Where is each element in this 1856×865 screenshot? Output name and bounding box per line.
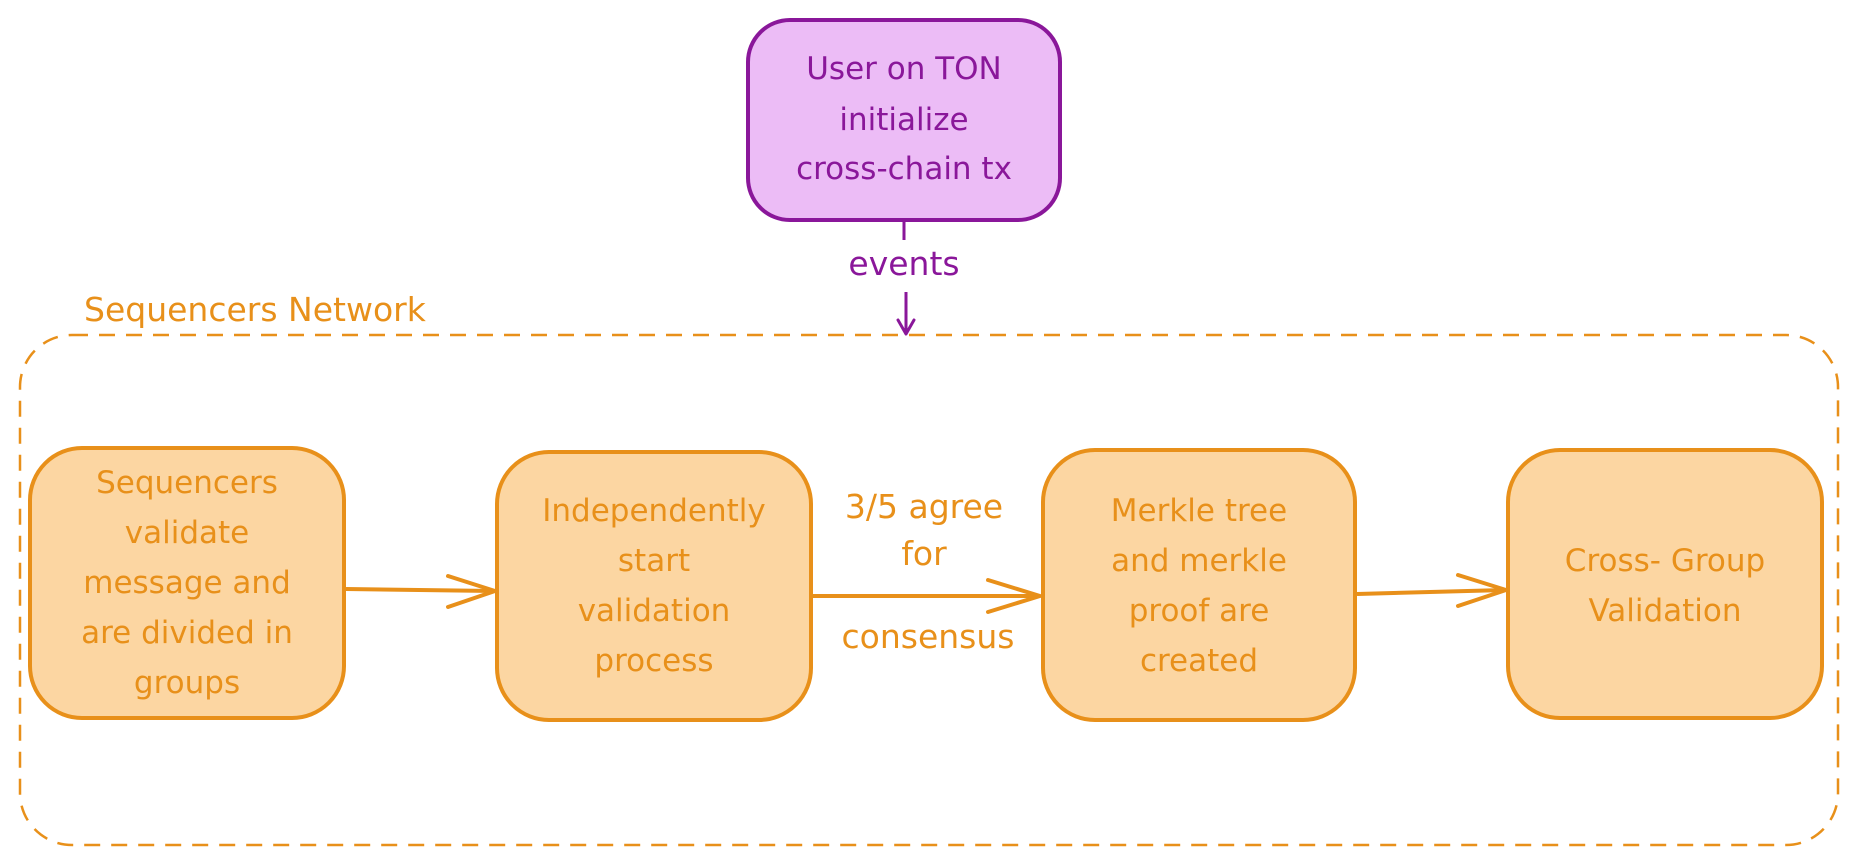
step-independent-validation-line-3: validation <box>578 593 731 629</box>
sequencers-network-group <box>18 333 1840 847</box>
step-sequencers-validate-line-4: are divided in <box>81 615 293 651</box>
consensus-label-line-3: consensus <box>842 617 1015 656</box>
arrow-step3-to-step4-head <box>1456 573 1508 608</box>
step-sequencers-validate-line-1: Sequencers <box>96 465 278 501</box>
step-merkle-tree-line-3: proof are <box>1129 593 1270 629</box>
step-sequencers-validate-line-2: validate <box>125 515 249 551</box>
step-independent-validation <box>495 450 813 722</box>
step-sequencers-validate-line-5: groups <box>134 665 240 701</box>
arrow-step1-to-step2-head <box>446 574 497 609</box>
consensus-label-line-2: for <box>901 534 947 573</box>
step-sequencers-validate-line-3: message and <box>83 565 291 601</box>
step-sequencers-validate <box>28 446 346 720</box>
user-node-line-2: initialize <box>839 102 968 138</box>
consensus-label-line-1: 3/5 agree <box>845 487 1003 526</box>
step-merkle-tree-line-2: and merkle <box>1111 543 1287 579</box>
step-merkle-tree <box>1041 448 1357 722</box>
step-independent-validation-line-4: process <box>594 643 713 679</box>
step-merkle-tree-line-4: created <box>1140 643 1258 679</box>
events-arrow-head <box>896 318 916 336</box>
arrow-step3-to-step4 <box>1356 588 1506 596</box>
user-node-line-1: User on TON <box>806 51 1002 87</box>
step-cross-group-line-1: Cross- Group <box>1565 543 1765 579</box>
step-cross-group <box>1506 448 1824 720</box>
arrow-step1-to-step2 <box>345 587 495 593</box>
step-independent-validation-line-1: Independently <box>542 493 765 529</box>
events-label: events <box>848 244 959 283</box>
step-merkle-tree-line-1: Merkle tree <box>1111 493 1287 529</box>
user-node-line-3: cross-chain tx <box>796 151 1012 187</box>
step-independent-validation-line-2: start <box>618 543 690 579</box>
arrow-step2-to-step3-head <box>986 578 1042 614</box>
step-cross-group-line-2: Validation <box>1588 593 1741 629</box>
sequencers-network-label: Sequencers Network <box>84 290 427 329</box>
